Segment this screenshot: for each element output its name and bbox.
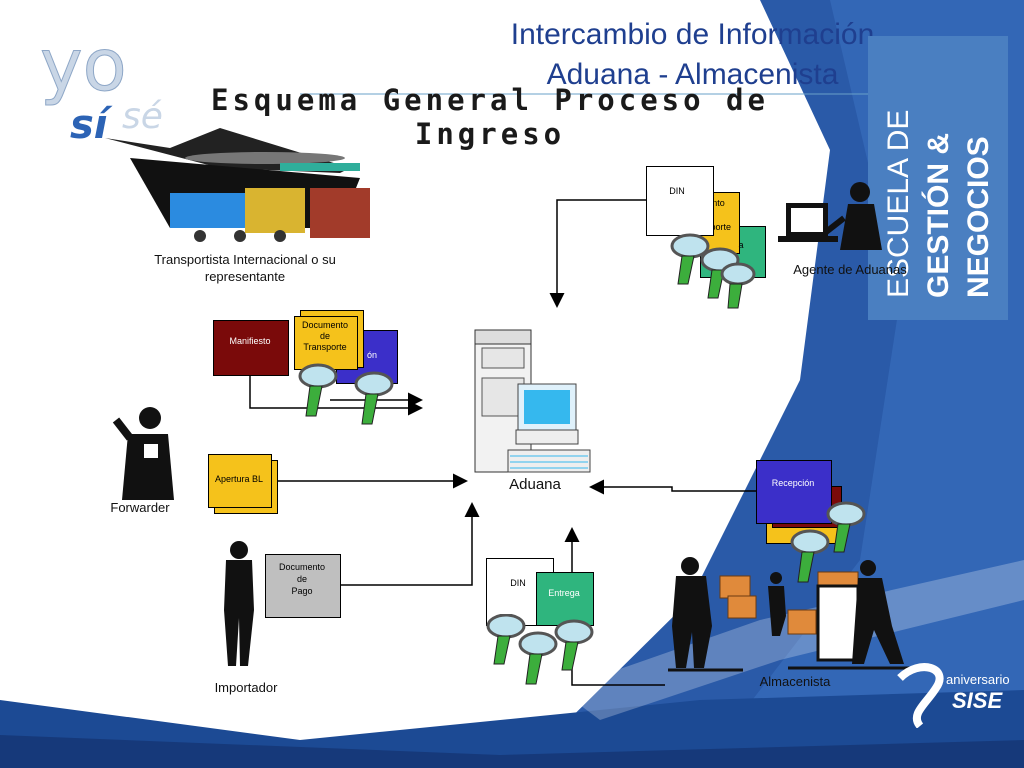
forwarder-label: Forwarder — [110, 500, 170, 515]
logo-se: sé — [122, 96, 163, 137]
anniv-brand: SISE — [952, 688, 1003, 713]
doc-din-bottom-label: DIN — [510, 578, 526, 588]
page-title-line2: Aduana - Almacenista — [546, 58, 839, 91]
doc-entrega — [536, 572, 594, 626]
school-text: ESCUELA DE GESTIÓN & NEGOCIOS — [882, 110, 995, 298]
doc-pago-l3: Pago — [291, 586, 313, 596]
almacenista-warehouse-icon — [668, 557, 916, 672]
doc-recepcion — [756, 460, 832, 524]
doc-recepcion-label: Recepción — [771, 478, 815, 488]
importador-figure-icon — [224, 541, 254, 666]
aduana-computer-icon — [474, 329, 591, 473]
logo-si: sí — [70, 102, 113, 148]
logo-yo: yo — [40, 23, 127, 107]
doc-pago-l2: de — [296, 574, 307, 584]
svg-text:GESTIÓN &: GESTIÓN & — [921, 133, 955, 298]
transport-illustration — [105, 128, 370, 242]
page-title-line1: Intercambio de Información — [510, 18, 875, 51]
magnifier-icon-agente — [670, 233, 756, 309]
doc-manifiesto-label: Manifiesto — [229, 336, 271, 346]
yosise-logo: yo sí sé — [40, 23, 163, 149]
transportista-label-line1: Transportista Internacional o su — [154, 252, 336, 267]
doc-pago — [265, 554, 341, 618]
doc-trans-partial1: ento — [707, 198, 725, 208]
anniv-label: aniversario — [946, 672, 1010, 687]
magnifier-icon-bottom — [486, 614, 594, 685]
agente-figure-icon — [778, 182, 882, 250]
doc-entrega-label: Entrega — [548, 588, 580, 598]
agente-label: Agente de Aduanas — [793, 262, 907, 277]
svg-text:NEGOCIOS: NEGOCIOS — [962, 136, 995, 298]
aduana-label: Aduana — [509, 476, 561, 493]
forwarder-figure-icon — [112, 407, 174, 500]
doc-transporte-l1: Documento — [301, 320, 349, 330]
doc-transporte-l2: de — [319, 331, 330, 341]
sise-anniversary-logo: aniversario SISE — [897, 663, 1010, 728]
transportista-label-line2: representante — [204, 269, 286, 284]
magnifier-icon-manifiesto — [298, 363, 394, 425]
doc-apertura — [208, 454, 272, 508]
doc-partial-a: a — [738, 240, 744, 250]
doc-pago-l1: Documento — [278, 562, 326, 572]
doc-apertura-label: Apertura BL — [214, 474, 264, 484]
svg-text:ESCUELA DE: ESCUELA DE — [882, 110, 915, 298]
doc-partial-on: ón — [366, 350, 377, 360]
school-panel — [868, 36, 1008, 320]
almacenista-label: Almacenista — [759, 674, 831, 689]
doc-manifiesto — [213, 320, 289, 376]
doc-din-agente-label: DIN — [669, 186, 685, 196]
magnifier-icon-recepcion — [790, 501, 866, 583]
diagram-subtitle-line1: Esquema General Proceso de — [211, 83, 769, 117]
importador-label: Importador — [214, 680, 278, 695]
diagram-subtitle-line2: Ingreso — [414, 117, 566, 151]
doc-trans-partial2: nsporte — [700, 222, 732, 232]
doc-transporte-l3: Transporte — [303, 342, 347, 352]
doc-din-agente — [646, 166, 714, 236]
doc-transporte — [294, 316, 358, 370]
